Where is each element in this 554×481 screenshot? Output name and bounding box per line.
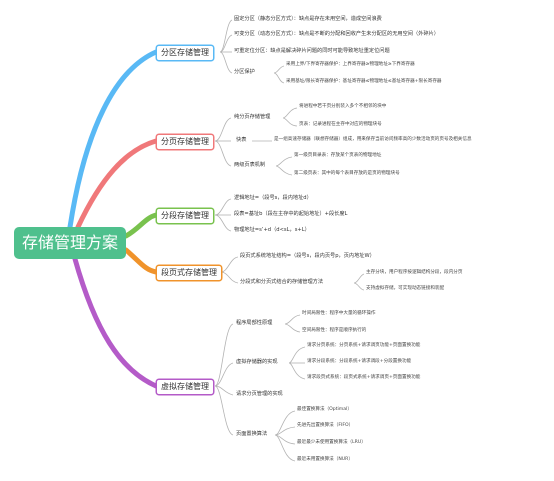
node-virtual-support[interactable]: 支持虚拟存储，可实现动态链接和装配 [366,286,445,291]
node-address-structure[interactable]: 段页式系统地址结构=（段号s，段内页号p，页内地址W） [240,253,375,259]
node-demand-paging[interactable]: 请求分页系统：分页系统+请求调页功能+页面置换功能 [307,343,421,348]
branch-segment-paging[interactable]: 段页式存储管理 [156,265,222,281]
node-partition-protection[interactable]: 分区保护 [234,69,255,75]
node-pages-into-blocks[interactable]: 将进程中若干页分别装入多个不相邻的块中 [299,104,387,109]
node-lru[interactable]: 最近最少未使用置换算法（LRU） [297,440,366,445]
branch-partition[interactable]: 分区存储管理 [156,45,214,61]
node-demand-segment-paging[interactable]: 请求段页式系统：段页式系统+请求调页+页面置换功能 [307,375,421,380]
node-pure-paging[interactable]: 纯分页存储管理 [234,114,271,120]
node-relocatable-partition[interactable]: 可重定位分区：缺点是解决碎片问题的同时可能导致地址重定位问题 [234,48,390,54]
node-memory-blocks[interactable]: 主存分块，用户程序按逻辑结构分段，段内分页 [366,270,463,275]
root-branch5-connector [72,256,159,389]
node-segment-table[interactable]: 段表=基址b（段在主存中的起始地址）+段长度L [234,211,348,217]
node-locality-principle[interactable]: 程序局部性原理 [236,320,273,326]
node-base-limit-registers[interactable]: 采用基址/限长寄存器保护：基址寄存器≤物理地址≤基址寄存器+限长寄存器 [286,79,442,84]
node-page-directory[interactable]: 第一级页目录表：存放某个页表的物理地址 [294,153,382,158]
node-virtual-memory-impl[interactable]: 虚拟存储器的实现 [236,359,278,365]
node-fifo[interactable]: 先进先出置换算法（FIFO） [297,423,354,428]
node-demand-segmentation[interactable]: 请求分段系统：分段系统+请求调段+分段置换功能 [307,359,412,364]
branch-segmentation[interactable]: 分段存储管理 [156,208,214,224]
root-branch4-connector [123,247,159,275]
root-branch1-connector [67,49,159,230]
node-second-level-table[interactable]: 第二级页表：其中的每个表目存放的是页的物理块号 [294,171,400,176]
node-page-replacement[interactable]: 页面置换算法 [236,431,268,437]
node-nur[interactable]: 最近未用置换算法（NUR） [297,457,353,462]
node-demand-paging-impl[interactable]: 请求分页管理的实现 [236,391,283,397]
node-tlb[interactable]: 快表 [236,137,247,143]
node-bound-registers[interactable]: 采用上界/下界寄存器保护：上界寄存器≥物理地址≥下界寄存器 [286,62,415,67]
node-fixed-partition[interactable]: 固定分区（静态分区方式）：缺点是存在未用空间，造成空间浪费 [234,16,382,22]
node-variable-partition[interactable]: 可变分区（动态分区方式）：缺点是不断的分配和回收产生未分配区的无用空间（外碎片） [234,31,439,37]
node-logical-address[interactable]: 逻辑地址=（段号s，段内地址d） [234,195,312,201]
node-physical-address[interactable]: 物理地址=s’+d（d<sL，s+L） [234,227,310,233]
branch-virtual[interactable]: 虚拟存储管理 [156,379,214,395]
node-tlb-desc[interactable]: 是一组高速存储器（联想存储器）组成，用来保存当前访问频率高的少数活动页的页号及相… [274,137,472,142]
root-branch2-connector [75,138,159,230]
node-page-table[interactable]: 页表：记录进程在主存中对应的物理块号 [299,122,382,127]
node-optimal[interactable]: 最佳置换算法（Optimal） [297,407,352,412]
node-two-level-table[interactable]: 两级页表机制 [234,162,266,168]
root-branch3-connector [123,212,159,239]
node-temporal-locality[interactable]: 时间局限性：程序中大量的循环操作 [302,311,376,316]
node-combined-method[interactable]: 分段式和分页式结合的存储管理方法 [240,279,324,285]
node-spatial-locality[interactable]: 空间局限性：程序是顺序执行的 [302,328,367,333]
root-node[interactable]: 存储管理方案 [14,227,126,259]
branch-paging[interactable]: 分页存储管理 [156,134,214,150]
